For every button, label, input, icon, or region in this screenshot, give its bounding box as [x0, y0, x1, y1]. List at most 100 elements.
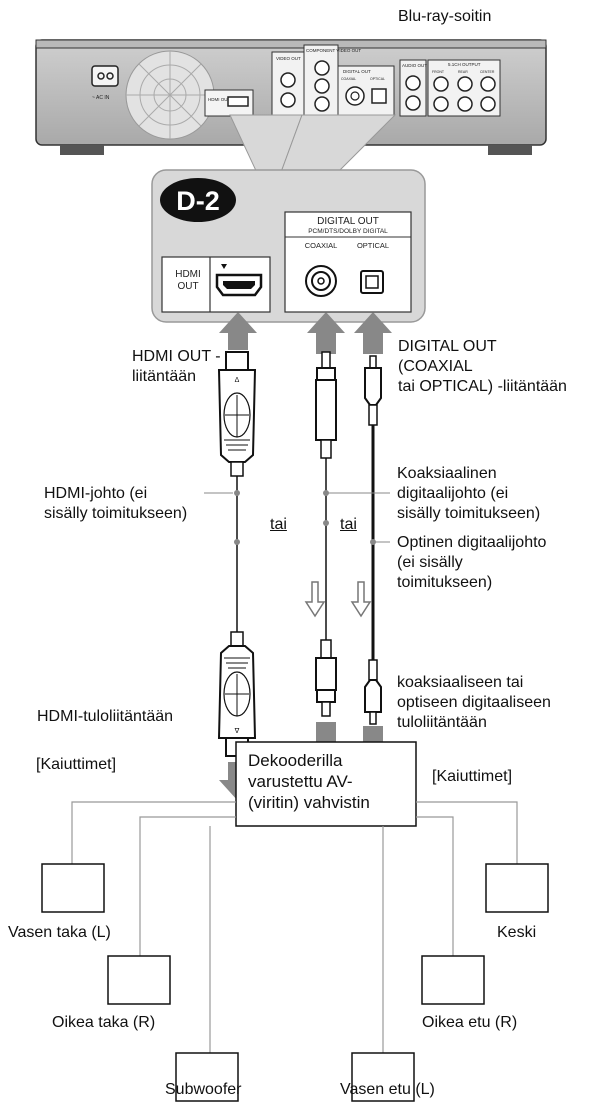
center-label: CENTER: [480, 70, 495, 74]
component-jack: [314, 96, 330, 112]
coaxial-jack-small: [345, 86, 365, 106]
ch51-jack: [480, 76, 496, 92]
hdmi-out-connection-label-2: liitäntään: [132, 368, 197, 385]
svg-text:∇: ∇: [234, 727, 240, 735]
speaker-label-rear-right: Oikea taka (R): [52, 1014, 156, 1031]
speaker-label-front-right: Oikea etu (R): [422, 1014, 518, 1031]
video-out-label: VIDEO OUT: [276, 56, 301, 61]
coax-optical-input-label-1: koaksiaaliseen tai: [397, 674, 524, 691]
digital-out-connection-label-1: DIGITAL OUT: [398, 338, 497, 355]
digital-out-detail: DIGITAL OUT PCM/DTS/DOLBY DIGITAL COAXIA…: [284, 211, 412, 313]
speaker-box-rear-right: [107, 955, 171, 1005]
up-arrow-icon: [219, 312, 257, 350]
up-arrow-icon: [354, 312, 392, 354]
optical-cable-label-1: Optinen digitaalijohto: [397, 534, 547, 551]
speaker-label-center: Keski: [497, 924, 537, 941]
component-jack: [314, 60, 330, 76]
ac-in-label: ~ AC IN: [92, 95, 110, 101]
speaker-label-front-left: Vasen etu (L): [340, 1081, 435, 1098]
outline-down-arrow-icon: [350, 581, 372, 618]
player-foot: [60, 145, 104, 155]
front-label: FRONT: [432, 70, 445, 74]
down-triangle-icon: [221, 264, 227, 269]
coaxial-label: COAXIAL: [305, 241, 338, 250]
audio-jack: [405, 95, 421, 111]
optical-cable-label-2: (ei sisälly: [397, 554, 463, 571]
speaker-box-subwoofer: [175, 1052, 239, 1102]
hdmi-out-label-2: OUT: [177, 281, 198, 292]
digital-out-connection-label-3: tai OPTICAL) -liitäntään: [398, 378, 567, 395]
coaxial-small-label: COAXIAL: [341, 77, 356, 81]
svideo-jack: [280, 92, 296, 108]
bluray-player-rear-panel: ~ AC IN HDMI OUT VIDEO OUT COMPONENT VID…: [35, 39, 547, 155]
av-amplifier-label-1: Dekooderilla: [248, 751, 343, 770]
ch51-label: 5.1CH OUTPUT: [448, 62, 481, 67]
optical-cable-label-3: toimitukseen): [397, 574, 493, 591]
fan-icon: [125, 50, 215, 140]
component-jack: [314, 78, 330, 94]
av-amplifier-label: Dekooderilla varustettu AV- (viritin) va…: [248, 750, 418, 813]
ac-in-socket: [91, 65, 119, 87]
speaker-box-rear-left: [41, 863, 105, 913]
speakers-label-right: [Kaiuttimet]: [432, 768, 513, 785]
coax-optical-input-label-3: tuloliitäntään: [397, 714, 487, 731]
speaker-label-rear-left: Vasen taka (L): [8, 924, 111, 941]
hdmi-out-small-label: HDMI OUT: [208, 97, 230, 102]
coaxial-cable: [315, 351, 337, 717]
ch51-jack: [457, 76, 473, 92]
audio-jack: [405, 75, 421, 91]
outline-down-arrow-icon: [304, 581, 326, 618]
ch51-jack: [480, 96, 496, 112]
pcm-dts-label: PCM/DTS/DOLBY DIGITAL: [308, 228, 388, 235]
digital-out-label: DIGITAL OUT: [317, 216, 379, 227]
av-amplifier-box: [235, 741, 417, 827]
optical-jack-small: [371, 88, 387, 104]
device-title: Blu-ray-soitin: [398, 8, 492, 25]
speaker-box-center: [485, 863, 549, 913]
speaker-label-subwoofer: Subwoofer: [165, 1081, 242, 1098]
speaker-wires: [71, 801, 518, 1053]
hdmi-out-detail: HDMI OUT: [161, 256, 271, 313]
digital-out-small-label: DIGITAL OUT: [343, 69, 371, 74]
leader-dot: [323, 490, 329, 496]
coax-optical-input-label-2: optiseen digitaaliseen: [397, 694, 551, 711]
ch51-jack: [433, 96, 449, 112]
hdmi-port-icon: [215, 273, 263, 297]
video-jack: [280, 72, 296, 88]
coax-cable-label-3: sisälly toimitukseen): [397, 505, 541, 522]
svg-text:Δ: Δ: [235, 377, 240, 384]
optical-small-label: OPTICAL: [370, 77, 385, 81]
player-foot: [488, 145, 532, 155]
or-label-1: tai: [270, 516, 287, 533]
d2-badge: D-2: [160, 178, 236, 222]
hdmi-input-label: HDMI-tuloliitäntään: [37, 708, 174, 725]
coax-cable-label-2: digitaalijohto (ei: [397, 485, 509, 502]
speaker-box-front-left: [351, 1052, 415, 1102]
leader-dot: [234, 490, 240, 496]
hdmi-port-small: [227, 96, 249, 107]
digital-out-connection-label-2: (COAXIAL: [398, 358, 473, 375]
optical-cable: [364, 355, 382, 725]
or-label-2: tai: [340, 516, 357, 533]
speaker-box-front-right: [421, 955, 485, 1005]
hdmi-cable-label-2: sisälly toimitukseen): [44, 505, 188, 522]
ch51-jack: [457, 96, 473, 112]
hdmi-out-connection-label-1: HDMI OUT -: [132, 348, 221, 365]
hdmi-out-label-1: HDMI: [175, 269, 201, 280]
up-arrow-icon: [307, 312, 345, 354]
optical-jack-icon: [360, 270, 384, 294]
component-label: COMPONENT VIDEO OUT: [306, 48, 361, 53]
hdmi-cable: Δ ∇: [217, 351, 257, 757]
hdmi-cable-label-1: HDMI-johto (ei: [44, 485, 148, 502]
speakers-label-left: [Kaiuttimet]: [36, 756, 117, 773]
av-amplifier-label-2: varustettu AV-: [248, 772, 353, 791]
av-amplifier-label-3: (viritin) vahvistin: [248, 793, 370, 812]
d2-badge-text: D-2: [176, 186, 220, 216]
ch51-jack: [433, 76, 449, 92]
rear-label: REAR: [458, 70, 468, 74]
coax-cable-label-1: Koaksiaalinen: [397, 465, 497, 482]
coaxial-jack-icon: [305, 265, 337, 297]
audio-out-label: AUDIO OUT: [402, 63, 427, 68]
optical-label: OPTICAL: [357, 241, 389, 250]
